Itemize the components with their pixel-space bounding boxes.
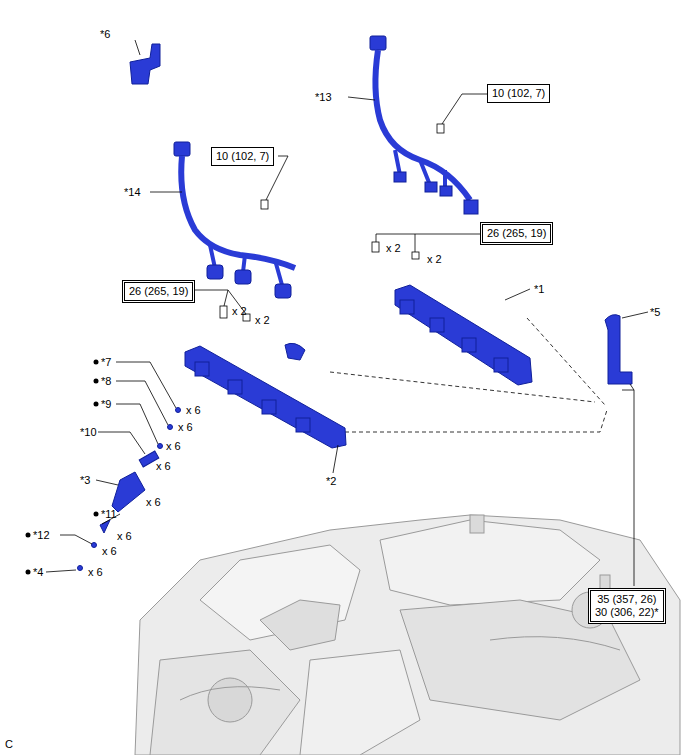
- torque-value: 26 (265, 19): [487, 227, 546, 240]
- callout-label: x 2: [427, 253, 442, 266]
- callout-label: *1: [534, 283, 544, 296]
- callout-label: *3: [80, 474, 90, 487]
- torque-spec-box: 26 (265, 19): [480, 222, 553, 245]
- callout-label: x 6: [156, 460, 171, 473]
- callout-label: x 6: [117, 530, 132, 543]
- callout-label: *4: [33, 566, 43, 579]
- callout-label: x 6: [166, 440, 181, 453]
- callout-label: x 2: [386, 242, 401, 255]
- torque-value: 10 (102, 7): [492, 87, 545, 100]
- torque-spec-box: 26 (265, 19): [122, 280, 195, 303]
- callout-label: x 6: [186, 404, 201, 417]
- callout-label: x 2: [255, 314, 270, 327]
- callout-label: *11: [101, 508, 117, 521]
- callout-label: x 6: [88, 566, 103, 579]
- callout-label: *7: [101, 356, 111, 369]
- callout-label: C: [5, 738, 13, 751]
- callout-label: *10: [80, 426, 97, 439]
- callout-label: *13: [315, 91, 332, 104]
- torque-spec-box: 10 (102, 7): [211, 147, 274, 166]
- callout-label: *12: [33, 529, 50, 542]
- callout-label: x 2: [232, 305, 247, 318]
- torque-value: 26 (265, 19): [129, 285, 188, 298]
- callout-label: *5: [650, 306, 660, 319]
- callout-label: x 6: [146, 496, 161, 509]
- callout-label: x 6: [102, 545, 117, 558]
- torque-value: 35 (357, 26): [595, 593, 659, 606]
- callout-label: *9: [101, 398, 111, 411]
- callout-label: *8: [101, 375, 111, 388]
- callout-label: *14: [124, 186, 141, 199]
- torque-value: 30 (306, 22)*: [595, 606, 659, 619]
- torque-spec-box: 10 (102, 7): [487, 84, 550, 103]
- callout-label: x 6: [178, 421, 193, 434]
- torque-value: 10 (102, 7): [216, 150, 269, 163]
- torque-spec-box: 35 (357, 26)30 (306, 22)*: [588, 588, 666, 624]
- callout-label: *2: [326, 475, 336, 488]
- callout-label: *6: [100, 28, 110, 41]
